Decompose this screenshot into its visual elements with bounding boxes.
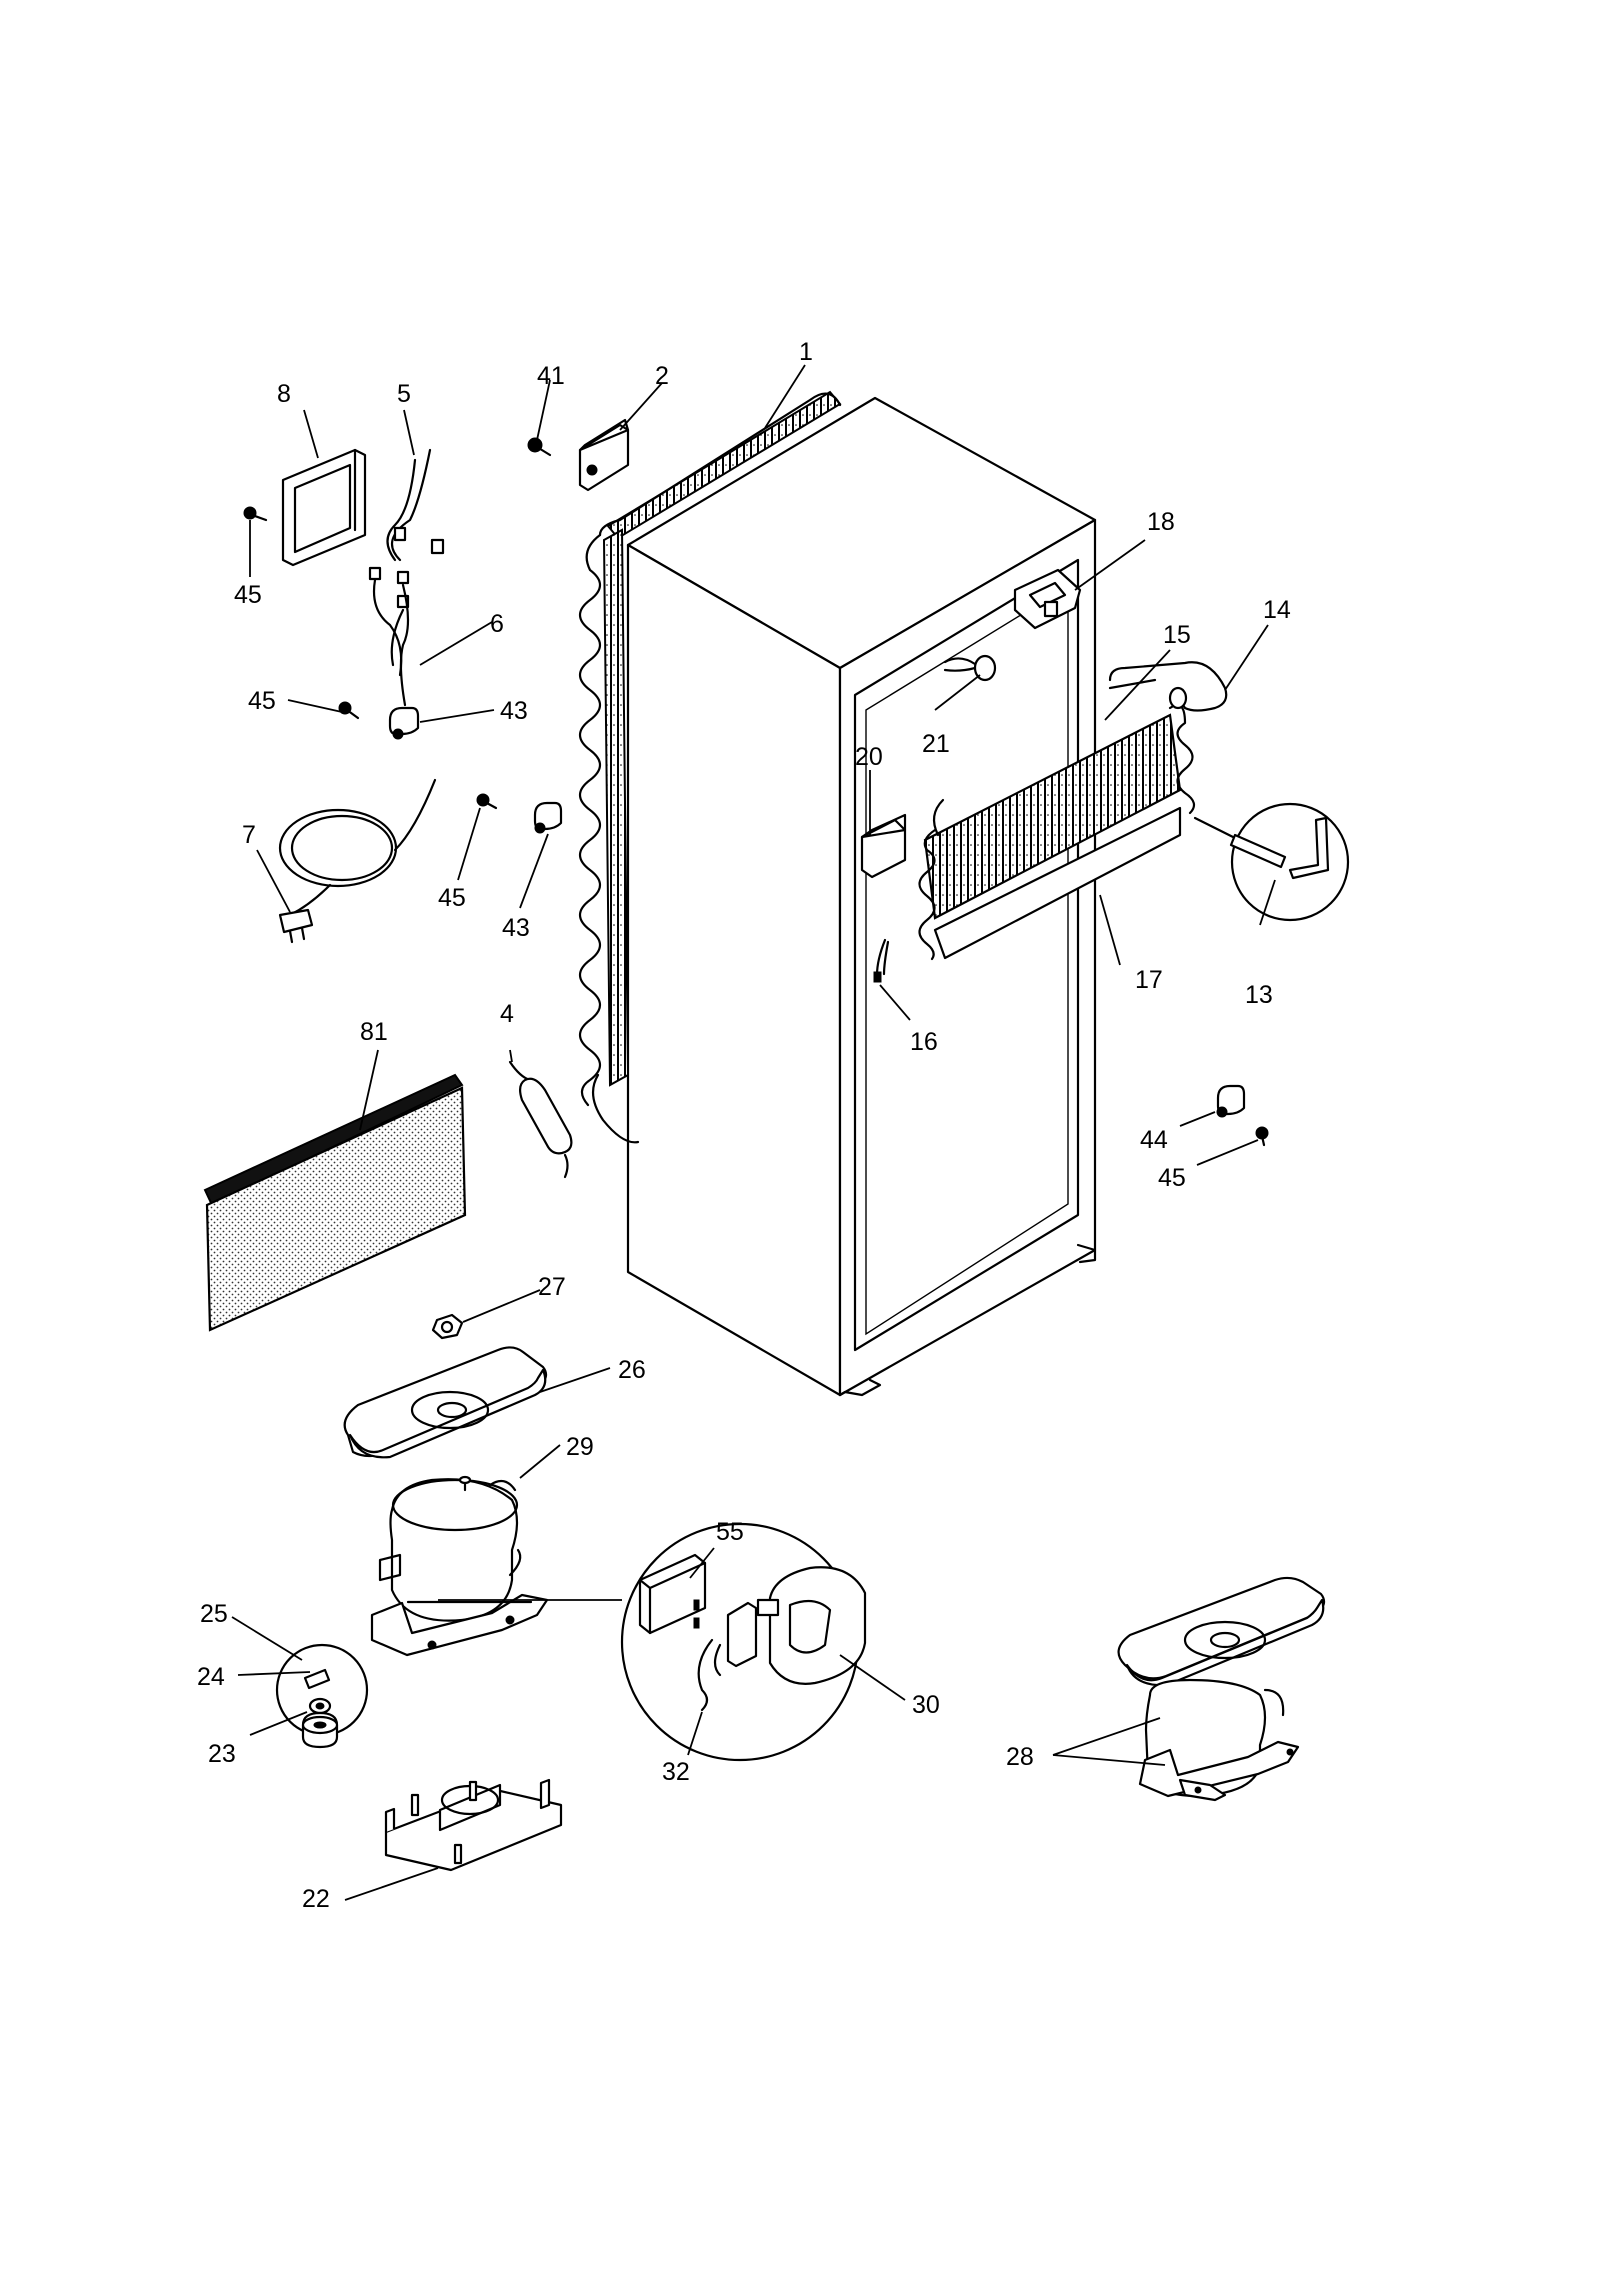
callout-labels: 8 5 41 2 1 45 6 45 43 7 45 43 18 15 14 2…: [197, 338, 1291, 1913]
callout-4: 4: [500, 1000, 514, 1028]
part-44-clip: [1216, 1084, 1246, 1118]
callout-81: 81: [360, 1018, 388, 1046]
part-18-control-housing: [1013, 568, 1082, 630]
part-6-wire-harness: [368, 566, 410, 707]
callout-18: 18: [1147, 508, 1175, 536]
callout-41: 41: [537, 362, 565, 390]
part-29-compressor: [370, 1475, 549, 1657]
part-22-base-bracket: [384, 1778, 563, 1872]
callout-16: 16: [910, 1028, 938, 1056]
callout-30: 30: [912, 1691, 940, 1719]
callout-6: 6: [490, 610, 504, 638]
part-28-compressor-assembly: [1117, 1576, 1326, 1802]
callout-26: 26: [618, 1356, 646, 1384]
callout-32: 32: [662, 1758, 690, 1786]
callout-28: 28: [1006, 1743, 1034, 1771]
part-7-power-cord: [278, 778, 437, 944]
callout-25: 25: [200, 1600, 228, 1628]
callout-22: 22: [302, 1885, 330, 1913]
callout-24: 24: [197, 1663, 225, 1691]
part-30-55-32-relay-detail: [620, 1522, 867, 1762]
part-13-detail-circle: [1193, 802, 1350, 922]
part-43-clip: [388, 706, 420, 740]
part-8-bracket-panel: [281, 448, 367, 567]
callout-5: 5: [397, 380, 411, 408]
part-17-drip-tray: [933, 806, 1182, 960]
part-27-nut: [431, 1313, 464, 1340]
callout-55: 55: [716, 1518, 744, 1546]
screw-icon: [243, 437, 1269, 1147]
callout-20: 20: [855, 743, 883, 771]
callout-7: 7: [242, 821, 256, 849]
part-14-tube: [1108, 661, 1228, 712]
callout-29: 29: [566, 1433, 594, 1461]
part-15-evaporator: [918, 704, 1196, 961]
callout-8: 8: [277, 380, 291, 408]
refrigerator-cabinet: [626, 396, 1097, 1397]
part-21-relay: [943, 654, 997, 682]
part-81-grille: [203, 1073, 467, 1332]
callout-23: 23: [208, 1740, 236, 1768]
part-26-drain-pan: [343, 1346, 548, 1459]
callout-45: 45: [1158, 1164, 1186, 1192]
callout-43: 43: [500, 697, 528, 725]
part-43-clip-b: [533, 801, 563, 834]
part-16-sensor: [873, 938, 890, 983]
callout-45: 45: [234, 581, 262, 609]
leader-lines: [231, 364, 1276, 1901]
part-5-wire-harness: [386, 448, 445, 562]
callout-15: 15: [1163, 621, 1191, 649]
callout-27: 27: [538, 1273, 566, 1301]
part-4-drier: [508, 1060, 573, 1179]
callout-2: 2: [655, 362, 669, 390]
part-20-thermostat: [860, 813, 907, 879]
callout-45: 45: [248, 687, 276, 715]
callout-21: 21: [922, 730, 950, 758]
callout-1: 1: [799, 338, 813, 366]
part-23-24-25-grommet-detail: [275, 1643, 369, 1749]
callout-45: 45: [438, 884, 466, 912]
part-2-bracket: [578, 418, 630, 492]
callout-44: 44: [1140, 1126, 1168, 1154]
callout-43: 43: [502, 914, 530, 942]
callout-13: 13: [1245, 981, 1273, 1009]
condenser-coil: [578, 390, 842, 1144]
callout-14: 14: [1263, 596, 1291, 624]
callout-17: 17: [1135, 966, 1163, 994]
